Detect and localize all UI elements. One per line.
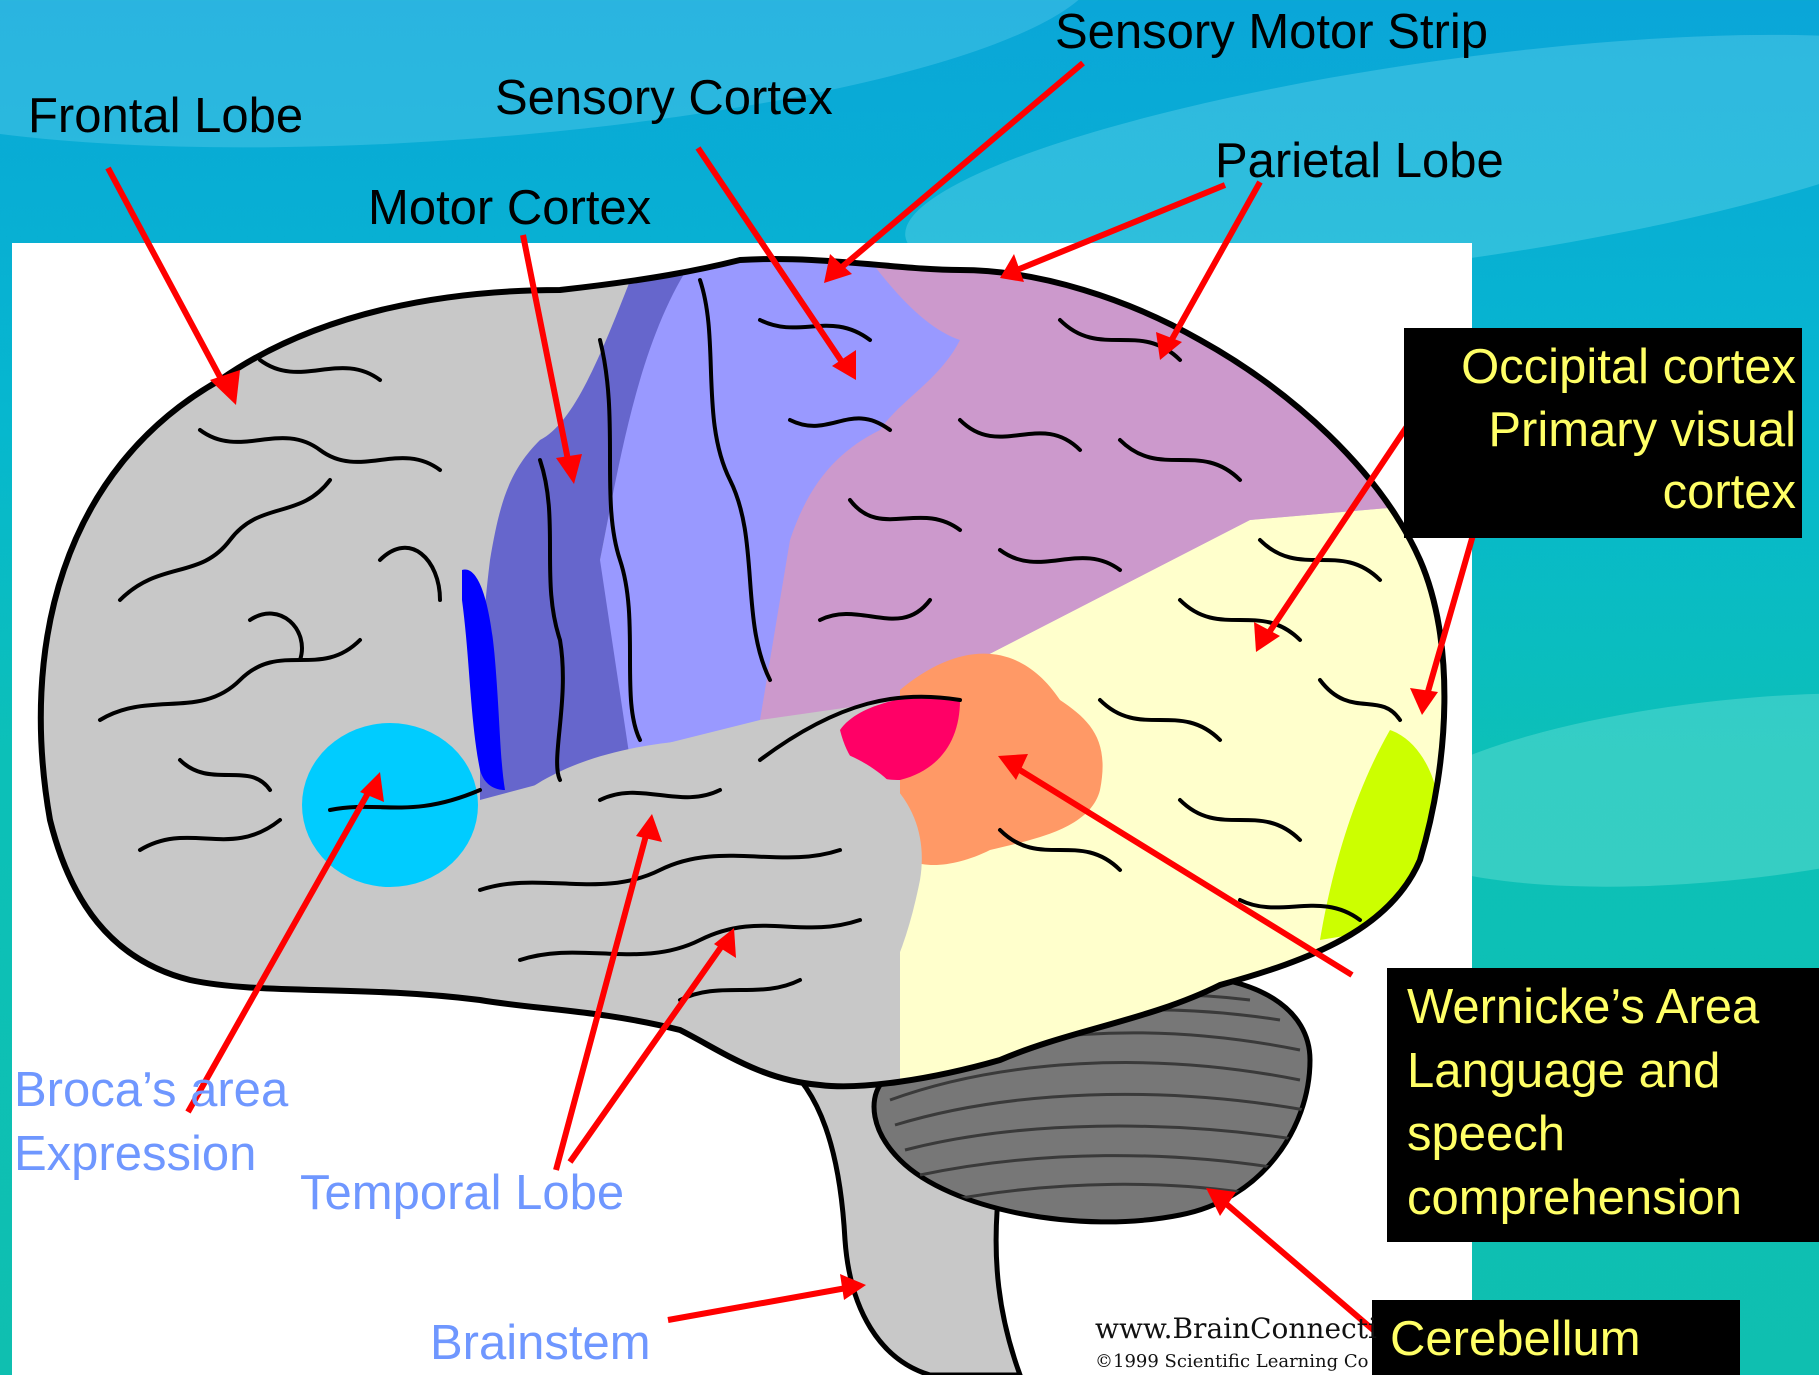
credit-site: www.BrainConnecti xyxy=(1095,1312,1377,1345)
wernicke-line-1: Wernicke’s Area xyxy=(1407,976,1819,1040)
occipital-line-1: Occipital cortex xyxy=(1404,336,1802,399)
label-temporal-lobe: Temporal Lobe xyxy=(300,1165,624,1221)
label-sensory-cortex: Sensory Cortex xyxy=(495,70,833,126)
label-frontal-lobe: Frontal Lobe xyxy=(28,88,303,144)
label-parietal-lobe: Parietal Lobe xyxy=(1215,133,1504,189)
wernicke-line-4: comprehension xyxy=(1407,1167,1819,1231)
occipital-line-3: cortex xyxy=(1404,461,1802,524)
wernicke-line-3: speech xyxy=(1407,1103,1819,1167)
label-sensory-motor-strip: Sensory Motor Strip xyxy=(1055,4,1488,60)
label-brocas-area: Broca’s area xyxy=(14,1062,288,1118)
label-brocas-expression: Expression xyxy=(14,1126,256,1182)
occipital-line-2: Primary visual xyxy=(1404,399,1802,462)
label-brainstem: Brainstem xyxy=(430,1315,651,1371)
label-motor-cortex: Motor Cortex xyxy=(368,180,651,236)
occipital-cortex-box: Occipital cortex Primary visual cortex xyxy=(1404,328,1802,538)
arrow-sensory-motor-strip xyxy=(836,63,1083,272)
wernicke-line-2: Language and xyxy=(1407,1040,1819,1104)
wernickes-area-box: Wernicke’s Area Language and speech comp… xyxy=(1387,968,1819,1242)
label-cerebellum: Cerebellum xyxy=(1390,1312,1641,1366)
credit-copyright: ©1999 Scientific Learning Co xyxy=(1095,1351,1368,1372)
cerebellum-box: Cerebellum xyxy=(1372,1300,1740,1375)
